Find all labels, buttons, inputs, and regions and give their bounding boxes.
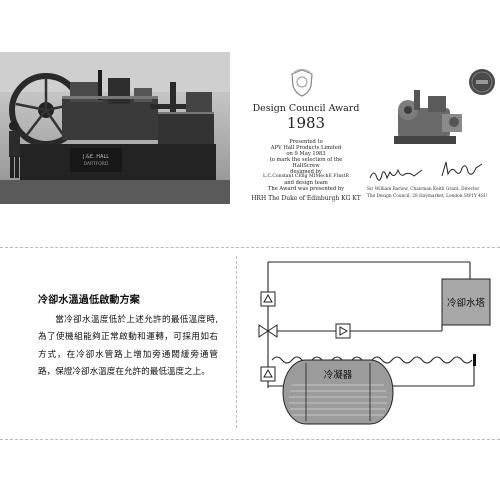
section-title: 冷卻水溫過低啟動方案 [38,295,140,306]
cert-line-6: designed by [290,169,322,175]
compressor-illustration [394,90,462,144]
cooling-tower-label: 冷卻水塔 [447,297,486,309]
award-title: Design Council Award [252,103,360,114]
flow-arrow-1 [260,291,276,307]
council-address: The Design Council, 28 Haymarket, London… [367,194,488,199]
cert-line-1: Presented to [289,139,323,145]
cert-line-2: APV Hall Products Limited [270,145,342,151]
cert-line-4: to mark the selection of the [269,157,343,163]
signature-left [369,168,423,181]
flow-arrow-3 [335,323,351,339]
divider-bottom [0,439,500,440]
divider-top [0,247,500,248]
award-seal-icon [469,69,495,95]
svg-text:DARTFORD: DARTFORD [84,161,109,167]
signature-right [441,161,483,177]
condenser [282,359,394,425]
hallscrew-machine-photo: J.&E. HALL DARTFORD [0,52,230,204]
cert-line-7: L.C.Constant CEng MIMechE FInstR [263,174,349,179]
cert-line-8: and design team [284,180,328,186]
cert-presenter: HRH The Duke of Edinburgh KG KT [251,195,361,202]
award-year: 1983 [286,114,326,132]
bypass-valve-icon [258,324,278,338]
section-body-text: 當冷卻水溫度低於上述允許的最低溫度時,為了使機組能夠正常啟動和運轉，可採用如右方… [38,315,218,378]
flow-arrow-2 [260,366,276,382]
crest-icon [291,69,313,97]
section-body: 當冷卻水溫度低於上述允許的最低溫度時,為了使機組能夠正常啟動和運轉，可採用如右方… [38,312,218,382]
design-council-certificate: Design Council Award 1983 Presented to A… [232,58,500,208]
bypass-end-cap [473,354,476,366]
condenser-label: 冷凝器 [324,369,353,381]
svg-text:J.&E. HALL: J.&E. HALL [82,154,109,160]
signatory-caption: Sir William Barlow, Chairman Keith Grant… [367,187,480,192]
cert-line-5: HallScrew [292,163,320,169]
cert-line-9: The Award was presented by [267,186,345,192]
cert-line-3: on 9 May 1983 [286,151,326,157]
cooling-water-bypass-diagram: 冷卻水塔 冷凝器 [258,261,491,425]
divider-vertical [236,256,237,428]
cooling-tower [441,278,491,326]
